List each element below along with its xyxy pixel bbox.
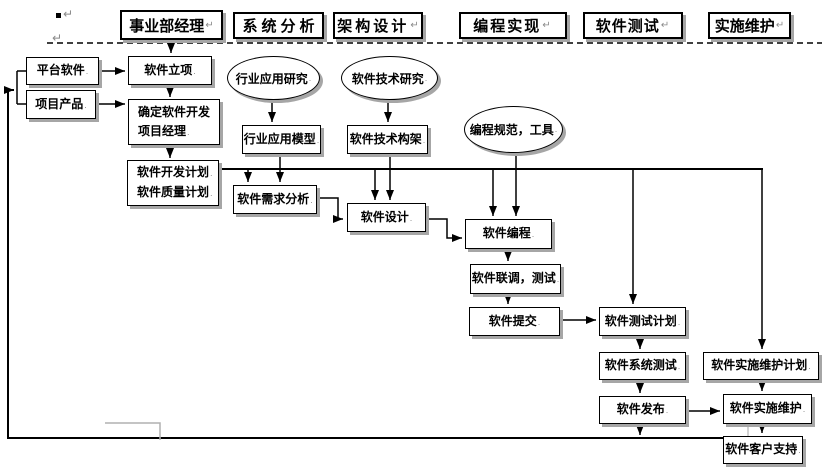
box-label: 软件技术构架. <box>349 131 426 146</box>
box-label-line1: 软件开发计划. <box>137 165 213 179</box>
paragraph-mark: . <box>310 195 313 205</box>
paragraph-mark: . <box>808 362 811 371</box>
box-label: 软件联调，测试. <box>471 271 560 285</box>
ellipse-software-technology-research[interactable]: 软件技术研究. <box>341 56 438 100</box>
paragraph-mark: . <box>556 275 560 284</box>
box-label: 行业应用模型. <box>243 131 320 146</box>
connector-req-to-design <box>315 197 343 223</box>
box-confirm-development-project-manager[interactable]: 确定软件开发 项目经理. <box>128 99 220 145</box>
header-programming[interactable]: 编程实现↵ <box>459 12 567 39</box>
paragraph-mark: ↵ <box>410 20 422 31</box>
paragraph-mark: . <box>537 317 541 327</box>
header-label: 实施维护 <box>714 17 775 35</box>
box-label: 软件发布. <box>616 402 669 416</box>
pilcrow-mark: ↵ <box>52 31 63 45</box>
paragraph-mark: ↵ <box>542 20 553 31</box>
box-software-coding[interactable]: 软件编程. <box>465 219 552 249</box>
paragraph-mark: . <box>422 135 426 145</box>
box-implementation-maintenance-plan[interactable]: 软件实施维护计划. <box>703 352 819 380</box>
paragraph-mark: . <box>677 362 681 371</box>
box-label: 项目产品. <box>35 96 87 111</box>
box-label: 软件编程. <box>482 226 535 240</box>
paragraph-mark: . <box>665 406 669 415</box>
pilcrow-mark: ↵ <box>63 7 74 21</box>
box-label-line2: 项目经理. <box>138 123 190 138</box>
paragraph-mark: . <box>802 405 806 414</box>
box-label-line1: 确定软件开发 <box>138 104 211 119</box>
box-platform-software[interactable]: 平台软件. <box>26 57 99 85</box>
box-label: 软件提交. <box>488 313 541 328</box>
header-software-testing[interactable]: 软件测试↵ <box>583 12 683 39</box>
box-software-technology-architecture[interactable]: 软件技术构架. <box>347 125 428 154</box>
paragraph-mark: . <box>424 73 428 83</box>
ellipse-label: 编程规范，工具 <box>469 123 554 137</box>
box-label: 软件立项. <box>144 62 196 77</box>
header-architecture-design[interactable]: 架构设计↵ <box>333 12 423 39</box>
box-label: 平台软件. <box>36 63 89 77</box>
header-implementation-maintenance[interactable]: 实施维护↵ <box>708 12 791 39</box>
ellipse-label: 软件技术研究 <box>351 71 424 86</box>
box-customer-support[interactable]: 软件客户支持. <box>723 436 803 464</box>
paragraph-mark: . <box>554 125 558 134</box>
ellipse-label: 行业应用研究 <box>235 71 308 86</box>
header-label: 架构设计 <box>337 17 410 35</box>
box-software-submission[interactable]: 软件提交. <box>469 307 560 336</box>
box-joint-debug-testing[interactable]: 软件联调，测试. <box>470 264 561 294</box>
box-software-initiation[interactable]: 软件立项. <box>128 56 212 85</box>
paragraph-mark: . <box>409 213 413 223</box>
box-project-product[interactable]: 项目产品. <box>26 90 96 119</box>
paragraph-mark: . <box>187 127 190 137</box>
header-division-manager[interactable]: 事业部经理↵ <box>120 10 223 40</box>
paragraph-mark: . <box>210 169 213 178</box>
paragraph-mark: ↵ <box>775 20 785 31</box>
feedback-loop-line <box>4 86 723 439</box>
paragraph-mark: . <box>193 66 196 76</box>
box-label-line2: 软件质量计划. <box>137 185 213 199</box>
box-label: 软件客户支持. <box>725 442 801 456</box>
header-label: 编程实现 <box>473 17 542 35</box>
box-label: 软件实施维护. <box>729 401 806 415</box>
box-software-design[interactable]: 软件设计. <box>347 203 426 232</box>
box-label: 软件需求分析. <box>237 191 313 206</box>
box-label: 软件设计. <box>360 209 413 224</box>
paragraph-mark: . <box>84 100 87 110</box>
ellipse-coding-standards-tools[interactable]: 编程规范，工具. <box>464 106 563 153</box>
box-label: 软件实施维护计划. <box>711 358 811 372</box>
box-label: 软件系统测试. <box>604 358 681 372</box>
connector-design-to-coding <box>424 218 462 242</box>
paragraph-mark: . <box>210 189 213 198</box>
box-label: 软件测试计划. <box>604 313 681 328</box>
header-label: 系统分析 <box>242 17 319 35</box>
paragraph-mark: . <box>677 317 681 327</box>
paragraph-mark: ↵ <box>660 20 671 31</box>
header-label: 事业部经理 <box>129 16 205 35</box>
box-development-and-quality-plan[interactable]: 软件开发计划. 软件质量计划. <box>127 160 219 206</box>
paragraph-mark: . <box>798 446 801 455</box>
box-industry-application-model[interactable]: 行业应用模型. <box>242 125 321 154</box>
ellipse-industry-application-research[interactable]: 行业应用研究. <box>227 56 320 100</box>
paragraph-mark: . <box>316 135 320 145</box>
header-system-analysis[interactable]: 系统分析 <box>233 12 324 39</box>
gray-artifact-corner <box>105 422 161 440</box>
paragraph-mark: ↵ <box>205 19 214 31</box>
header-label: 软件测试 <box>595 17 660 35</box>
box-requirements-analysis[interactable]: 软件需求分析. <box>233 185 317 214</box>
box-implementation-maintenance[interactable]: 软件实施维护. <box>723 394 812 424</box>
paragraph-mark: . <box>308 73 312 83</box>
box-software-test-plan[interactable]: 软件测试计划. <box>599 307 686 336</box>
box-software-release[interactable]: 软件发布. <box>599 396 686 424</box>
paragraph-mark: . <box>531 230 535 239</box>
box-system-testing[interactable]: 软件系统测试. <box>599 352 686 380</box>
bullet-marker <box>56 13 61 18</box>
paragraph-mark: . <box>85 67 89 76</box>
